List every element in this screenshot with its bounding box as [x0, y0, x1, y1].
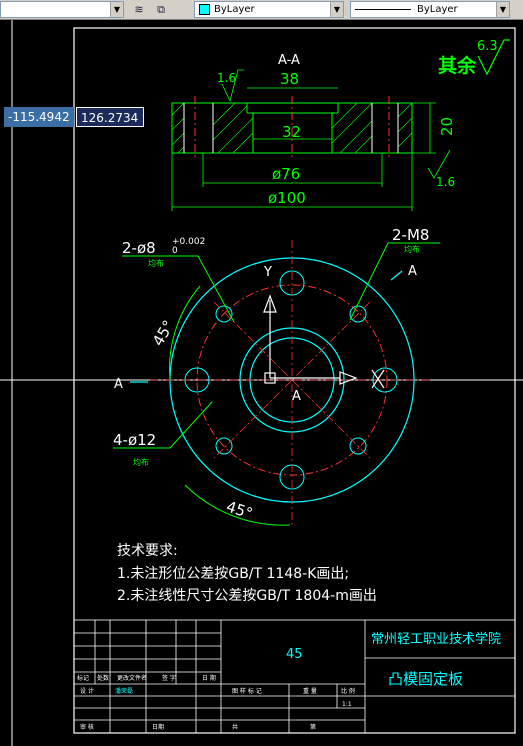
roughness-general-label: 其余 — [438, 54, 477, 77]
title-block-weight: 重 量 — [303, 687, 317, 695]
title-block-count: 处数 — [97, 674, 109, 682]
linetype-preview — [355, 9, 411, 10]
angle-bottom-label: 45° — [224, 497, 255, 522]
title-block-total: 共 — [232, 723, 238, 731]
dimension-20: 20 — [438, 117, 456, 136]
title-block-file: 更改文件名 — [117, 674, 147, 682]
hole1-tolerance-upper: +0.002 — [172, 237, 205, 247]
title-block-material: 45 — [286, 647, 303, 662]
title-block-designer-label: 设 计 — [80, 687, 94, 695]
center-a-label: A — [292, 389, 301, 404]
coordinate-x-input[interactable]: -115.4942 — [4, 107, 74, 127]
roughness-symbol-icon — [477, 39, 510, 76]
toolbar-left-dropdown[interactable]: ▼ — [0, 1, 124, 18]
angle-top-label: 45° — [149, 317, 178, 349]
title-block-marks: 标记 — [77, 674, 89, 682]
title-block-designer-name: 潘荣磊 — [115, 687, 133, 695]
title-block-date-label: 日期 — [152, 723, 164, 731]
title-block-part-name: 凸模固定板 — [388, 670, 463, 688]
title-block-scale: 1:1 — [342, 701, 352, 708]
tech-requirement-2: 2.未注线性尺寸公差按GB/T 1804-m画出 — [117, 588, 377, 604]
cad-drawing[interactable]: 其余 6.3 A-A — [0, 20, 523, 746]
chevron-down-icon[interactable]: ▼ — [496, 2, 509, 17]
layer-manager-icon[interactable]: ⧉ — [157, 3, 165, 16]
title-block-date: 日 期 — [202, 674, 216, 682]
roughness-right-value: 1.6 — [436, 175, 455, 189]
linetype-dropdown[interactable]: ByLayer ▼ — [350, 1, 510, 18]
title-block-review: 审 核 — [80, 723, 94, 731]
section-a-left-label: A — [114, 377, 123, 392]
chevron-down-icon[interactable]: ▼ — [330, 2, 343, 17]
tech-requirements-title: 技术要求: — [117, 543, 178, 559]
title-block-sign: 签 字 — [162, 674, 176, 682]
tech-requirement-1: 1.未注形位公差按GB/T 1148-K画出; — [117, 566, 349, 582]
section-dimensions — [171, 69, 451, 211]
layer-states-icon[interactable]: ≋ — [134, 3, 144, 16]
hole1-tolerance-lower: 0 — [172, 246, 178, 256]
thread-label: 2-M8 — [392, 226, 429, 244]
section-title: A-A — [278, 53, 300, 68]
dimension-phi76: ø76 — [272, 165, 300, 183]
axis-y-label: Y — [263, 265, 272, 280]
title-block-stage-mark: 图 样 标 记 — [232, 687, 262, 695]
chevron-down-icon[interactable]: ▼ — [110, 2, 123, 17]
section-centerlines — [194, 96, 390, 160]
section-a-right-label: A — [408, 264, 417, 279]
dimension-32: 32 — [282, 123, 301, 141]
title-block-sheet: 第 — [310, 723, 316, 731]
hole2-label: 4-ø12 — [113, 431, 156, 449]
thread-sub-label: 均布 — [404, 244, 420, 254]
dimension-38: 38 — [280, 70, 299, 88]
roughness-left-value: 1.6 — [217, 71, 236, 85]
color-dropdown[interactable]: ByLayer ▼ — [194, 1, 344, 18]
color-swatch — [199, 4, 210, 15]
drawing-viewport[interactable]: 其余 6.3 A-A — [0, 20, 523, 746]
title-block-school: 常州轻工职业技术学院 — [371, 631, 501, 647]
title-block-ratio: 比 例 — [341, 687, 355, 695]
section-holes — [183, 103, 399, 153]
hole1-sub-label: 均布 — [148, 258, 164, 268]
hole1-label: 2-ø8 — [122, 239, 156, 257]
dimension-phi100: ø100 — [268, 189, 306, 207]
section-hatch — [171, 102, 413, 154]
coordinate-y-input[interactable]: 126.2734 — [76, 107, 144, 127]
roughness-general-value: 6.3 — [477, 39, 498, 54]
title-block — [73, 619, 516, 734]
top-view — [113, 240, 440, 528]
hole2-sub-label: 均布 — [133, 457, 149, 467]
linetype-dropdown-value: ByLayer — [417, 4, 458, 15]
color-dropdown-value: ByLayer — [214, 4, 255, 15]
properties-toolbar: ▼ ≋ ⧉ ByLayer ▼ ByLayer ▼ — [0, 0, 523, 20]
